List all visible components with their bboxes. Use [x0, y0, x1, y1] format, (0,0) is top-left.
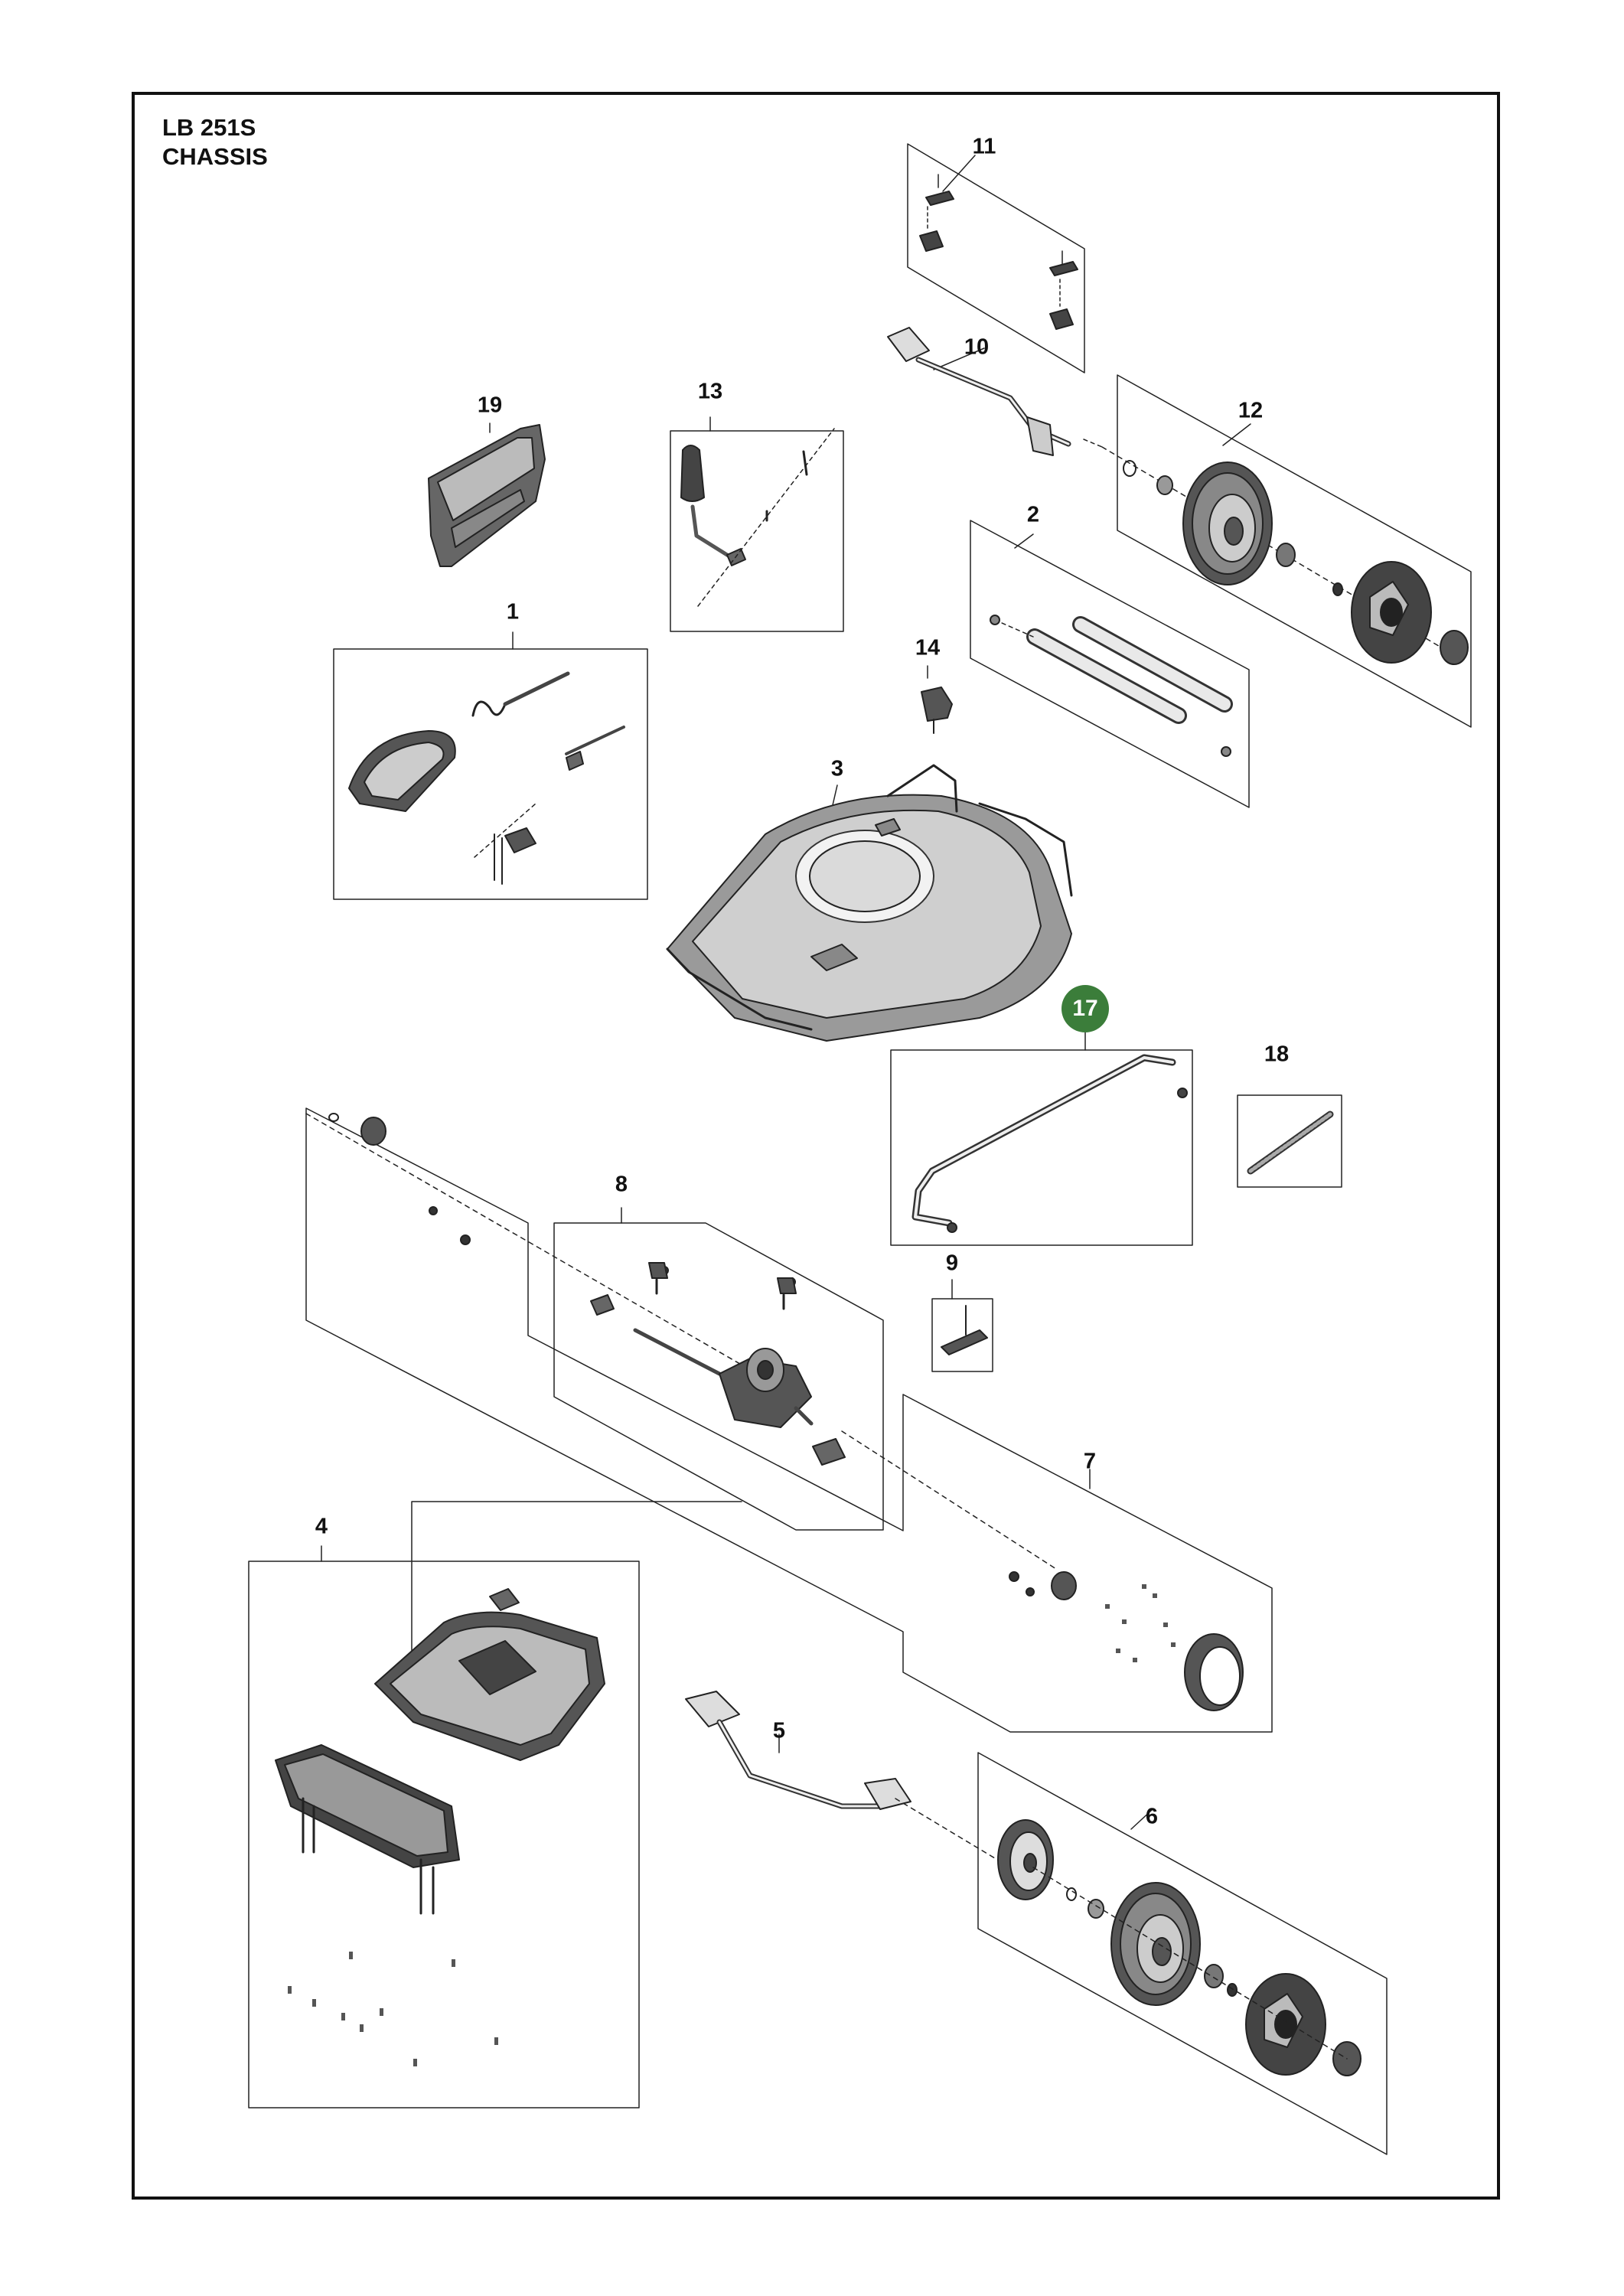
callout-12[interactable]: 12: [1238, 398, 1264, 423]
model-title: LB 251S: [162, 114, 256, 141]
part-group-11[interactable]: [907, 143, 1085, 373]
part-group-3[interactable]: [666, 764, 1073, 1042]
title-block: LB 251S CHASSIS: [162, 113, 268, 171]
part-group-12[interactable]: [1101, 374, 1472, 728]
rear-cover-icon: [374, 1588, 605, 1761]
callout-1[interactable]: 1: [506, 599, 520, 625]
callout-18[interactable]: 18: [1264, 1042, 1290, 1067]
callout-17-highlighted[interactable]: 17: [1061, 985, 1109, 1032]
callout-6[interactable]: 6: [1145, 1804, 1159, 1829]
base-plate-icon: [275, 1744, 460, 1868]
part-group-14[interactable]: [921, 665, 953, 734]
wheel-icon: [1110, 1882, 1201, 2006]
deck-icon: [666, 764, 1073, 1042]
part-group-19[interactable]: [428, 422, 546, 567]
callout-7[interactable]: 7: [1083, 1449, 1097, 1474]
callout-5[interactable]: 5: [772, 1718, 786, 1743]
part-group-1[interactable]: [333, 631, 648, 900]
callout-4[interactable]: 4: [315, 1514, 328, 1539]
part-group-5[interactable]: [685, 1691, 1011, 1868]
part-group-10[interactable]: [887, 327, 1103, 456]
wheel-disc-icon: [997, 1819, 1054, 1900]
callout-13[interactable]: 13: [697, 379, 723, 404]
hubcap-icon: [1351, 561, 1432, 664]
part-group-8[interactable]: [305, 1113, 884, 1531]
part-group-13[interactable]: [670, 416, 844, 632]
callout-11[interactable]: 11: [972, 134, 996, 159]
callout-10[interactable]: 10: [964, 334, 990, 360]
hubcap-icon: [1245, 1973, 1326, 2076]
clip-icon: [919, 191, 1078, 330]
callout-2[interactable]: 2: [1026, 502, 1040, 527]
part-group-7[interactable]: [305, 1107, 1273, 1733]
callout-8[interactable]: 8: [615, 1172, 628, 1197]
wheel-icon: [1182, 461, 1273, 585]
ring-gear-icon: [1184, 1633, 1244, 1711]
part-group-2[interactable]: [970, 520, 1250, 808]
part-group-9[interactable]: [931, 1279, 993, 1372]
gear-icon: [360, 1117, 1077, 1600]
part-group-6[interactable]: [977, 1752, 1388, 2155]
section-title: CHASSIS: [162, 143, 268, 170]
part-group-4[interactable]: [248, 1501, 742, 2108]
callout-3[interactable]: 3: [830, 756, 844, 781]
callout-9[interactable]: 9: [945, 1251, 959, 1276]
gearbox-icon: [719, 1348, 812, 1428]
part-group-17[interactable]: [890, 1029, 1193, 1246]
drawing-frame: [132, 92, 1500, 2200]
callout-19[interactable]: 19: [477, 393, 503, 418]
callout-14[interactable]: 14: [915, 635, 941, 660]
part-group-18[interactable]: [1237, 1094, 1342, 1188]
